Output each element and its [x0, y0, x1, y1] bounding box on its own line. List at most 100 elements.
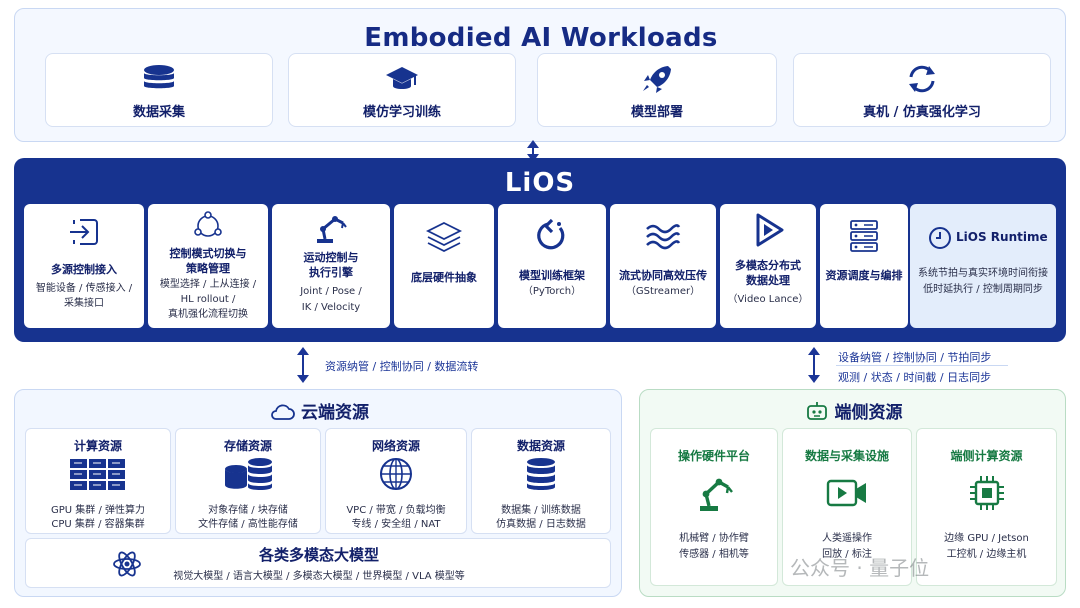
module-sub: IK / Velocity	[301, 302, 361, 313]
cloud-panel: 云端资源 计算资源 GPU 集群 / 弹性算力 CPU 集群 / 容器集群 存储…	[14, 389, 622, 597]
models-sub: 视觉大模型 / 语言大模型 / 多模态大模型 / 世界模型 / VLA 模型等	[173, 571, 465, 582]
edge-title: 端侧资源	[640, 398, 1067, 423]
models-title: 各类多模态大模型	[258, 546, 379, 564]
module-sub: HL rollout /	[180, 294, 236, 305]
atom-icon	[113, 551, 141, 577]
cloud-card-storage: 存储资源 对象存储 / 块存储 文件存储 / 高性能存储	[175, 428, 321, 534]
lios-band: LiOS 多源控制接入 智能设备 / 传感接入 / 采集接口 控制模式切换与 策…	[14, 158, 1066, 342]
module-sub: 低时延执行 / 控制周期同步	[923, 284, 1043, 295]
refresh-cycle-icon	[909, 65, 935, 93]
play-triangle-icon	[756, 213, 784, 247]
card-title: 数据与采集设施	[804, 449, 889, 463]
module-sub: 采集接口	[64, 298, 104, 309]
storage-cylinders-icon	[225, 458, 272, 490]
lios-module-streaming: 流式协同高效压传 （GStreamer）	[610, 204, 716, 328]
robot-head-icon	[806, 402, 827, 420]
card-sub: 文件存储 / 高性能存储	[198, 519, 298, 530]
module-title: 多源控制接入	[51, 263, 117, 276]
workload-card-rl: 真机 / 仿真强化学习	[793, 53, 1051, 127]
card-sub: 对象存储 / 块存储	[208, 505, 288, 516]
cloud-icon	[271, 404, 295, 420]
card-title: 存储资源	[223, 439, 272, 453]
cloud-link-label: 资源纳管 / 控制协同 / 数据流转	[325, 360, 479, 373]
card-sub: 专线 / 安全组 / NAT	[351, 519, 441, 530]
module-sub: Joint / Pose /	[300, 286, 362, 297]
module-title: 执行引擎	[309, 266, 353, 279]
graduation-cap-icon	[386, 67, 418, 89]
edge-link-label-2: 观测 / 状态 / 时间截 / 日志同步	[838, 371, 992, 384]
card-title: 计算资源	[73, 439, 122, 453]
edge-title-text: 端侧资源	[834, 403, 903, 423]
edge-link-divider	[836, 365, 1008, 366]
edge-card-hardware: 操作硬件平台 机械臂 / 协作臂 传感器 / 相机等	[650, 428, 778, 586]
module-title: 多模态分布式	[735, 259, 801, 272]
module-title: LiOS Runtime	[956, 230, 1048, 244]
lios-module-runtime: LiOS Runtime 系统节拍与真实环境时间衔接 低时延执行 / 控制周期同…	[910, 204, 1056, 328]
cloud-card-network: 网络资源 VPC / 带宽 / 负载均衡 专线 / 安全组 / NAT	[325, 428, 467, 534]
card-sub: 机械臂 / 协作臂	[679, 533, 749, 544]
workloads-title: Embodied AI Workloads	[364, 23, 718, 53]
card-sub: 仿真数据 / 日志数据	[496, 519, 586, 530]
module-title: 运动控制与	[303, 251, 359, 264]
card-sub: CPU 集群 / 容器集群	[51, 519, 145, 530]
module-sub: 智能设备 / 传感接入 /	[35, 283, 133, 294]
database-icon	[144, 65, 174, 89]
module-sub: （GStreamer）	[625, 286, 701, 297]
workload-card-data-collection: 数据采集	[45, 53, 273, 127]
module-title: 控制模式切换与	[169, 247, 247, 260]
chip-icon	[969, 476, 1004, 510]
globe-icon	[380, 458, 412, 490]
edge-card-compute: 端侧计算资源 边缘 GPU / Jetson 工控机 / 边缘主机	[916, 428, 1057, 586]
lios-cloud-arrow	[297, 347, 309, 383]
card-sub: 数据集 / 训练数据	[501, 505, 581, 516]
module-sub: （PyTorch）	[522, 286, 582, 297]
card-sub: 回放 / 标注	[822, 549, 872, 560]
module-sub: （Video Lance）	[727, 294, 809, 305]
card-sub: 工控机 / 边缘主机	[946, 549, 1027, 560]
lios-module-multimodal: 多模态分布式 数据处理 （Video Lance）	[720, 204, 816, 328]
waves-icon	[646, 224, 681, 250]
cloud-card-compute: 计算资源 GPU 集群 / 弹性算力 CPU 集群 / 容器集群	[25, 428, 171, 534]
lios-title: LiOS	[504, 168, 576, 198]
robot-arm-icon	[700, 478, 733, 511]
input-arrow-icon	[70, 219, 98, 245]
card-sub: VPC / 带宽 / 负载均衡	[346, 505, 446, 516]
card-sub: 人类遥操作	[822, 533, 872, 544]
cloud-title: 云端资源	[15, 398, 623, 423]
card-title: 操作硬件平台	[677, 449, 750, 463]
network-nodes-icon	[194, 211, 222, 237]
models-card: 各类多模态大模型 视觉大模型 / 语言大模型 / 多模态大模型 / 世界模型 /…	[25, 538, 611, 588]
workload-label: 真机 / 仿真强化学习	[863, 105, 981, 120]
card-sub: 边缘 GPU / Jetson	[944, 533, 1029, 544]
card-title: 网络资源	[371, 439, 420, 453]
card-title: 数据资源	[516, 439, 565, 453]
video-camera-icon	[826, 479, 866, 507]
module-title: 数据处理	[746, 274, 790, 287]
workload-card-imitation-learning: 模仿学习训练	[288, 53, 516, 127]
pytorch-icon	[537, 218, 565, 250]
module-title: 资源调度与编排	[825, 269, 903, 282]
workload-label: 模仿学习训练	[362, 105, 441, 120]
edge-panel: 端侧资源 操作硬件平台 机械臂 / 协作臂 传感器 / 相机等 数据与采集设施 …	[639, 389, 1066, 597]
lios-module-training: 模型训练框架 （PyTorch）	[498, 204, 606, 328]
module-sub: 真机强化流程切换	[168, 309, 248, 320]
workload-label: 模型部署	[630, 105, 683, 120]
edge-link-label-1: 设备纳管 / 控制协同 / 节拍同步	[838, 351, 992, 364]
module-title: 流式协同高效压传	[619, 269, 707, 282]
server-grid-icon	[70, 459, 125, 490]
workloads-panel: Embodied AI Workloads 数据采集 模仿学习训练 模型部署	[14, 8, 1066, 142]
lios-edge-arrow	[808, 347, 820, 383]
robot-arm-icon	[317, 216, 347, 243]
module-title: 策略管理	[186, 262, 230, 275]
module-sub: 系统节拍与真实环境时间衔接	[918, 268, 1048, 279]
workload-card-model-deploy: 模型部署	[537, 53, 777, 127]
database-icon	[527, 458, 555, 490]
clock-icon	[929, 227, 951, 249]
rocket-icon	[643, 66, 671, 93]
cloud-card-data: 数据资源 数据集 / 训练数据 仿真数据 / 日志数据	[471, 428, 611, 534]
card-sub: 传感器 / 相机等	[679, 549, 749, 560]
card-title: 端侧计算资源	[950, 449, 1023, 463]
lios-module-motion: 运动控制与 执行引擎 Joint / Pose / IK / Velocity	[272, 204, 390, 328]
watermark: 公众号 · 量子位	[790, 556, 930, 580]
edge-card-collection: 数据与采集设施 人类遥操作 回放 / 标注	[782, 428, 912, 586]
